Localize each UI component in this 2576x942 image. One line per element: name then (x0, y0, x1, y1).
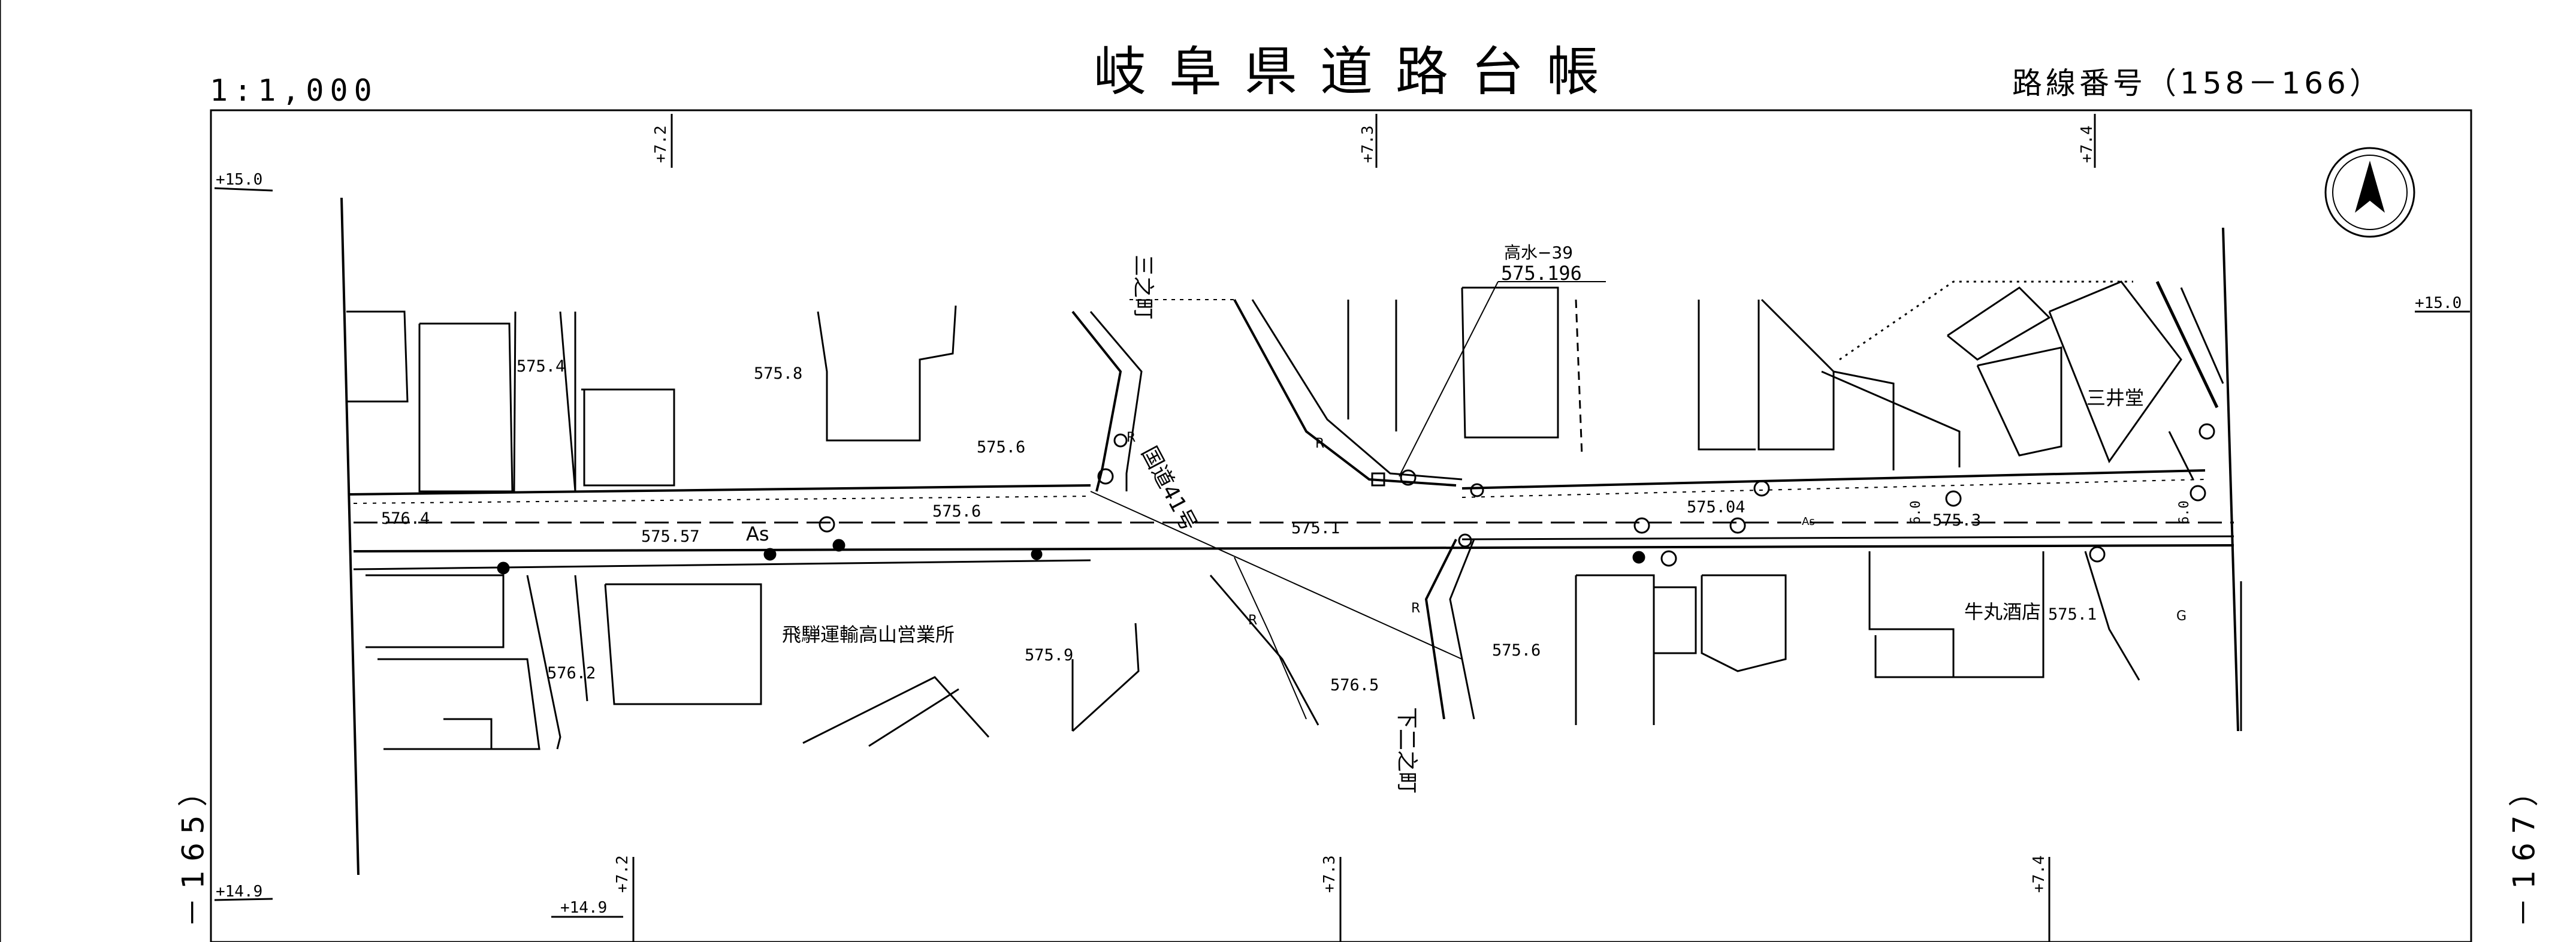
map-frame (210, 109, 2472, 942)
chainage-top-2: +7.3 (1359, 125, 1377, 163)
place-hida-unyu: 飛騨運輸高山営業所 (782, 623, 955, 646)
chain-left-bottom-line (214, 898, 273, 901)
chainage-top-3: +7.4 (2078, 125, 2096, 163)
elevation-label: 575.1 (1291, 519, 1340, 538)
chainage-bottom-1: +7.2 (614, 855, 632, 893)
road-edge-south (353, 544, 2234, 552)
north-arrow-circle (2324, 147, 2415, 238)
north-arrow-icon (2355, 161, 2385, 213)
chainage-left-bottom: +14.9 (216, 883, 263, 901)
benchmark-name: 高水−39 (1504, 243, 1574, 262)
elevation-label: 575.4 (517, 357, 566, 376)
boundary-left (340, 197, 360, 875)
elevation-label: 575.3 (1932, 511, 1982, 530)
elevation-label: 576.5 (1330, 676, 1379, 695)
elevation-label: 575.6 (1492, 641, 1541, 660)
r-mark: R (1315, 436, 1325, 451)
elevation-label: 575.8 (754, 364, 803, 383)
route-number: 路線番号（158－166） (2012, 66, 2383, 101)
gas-mark: G (2176, 609, 2187, 624)
chain-left-top-line (214, 187, 273, 192)
road-width-label: 6.0 (1908, 500, 1923, 524)
elevation-label: 576.2 (547, 664, 596, 683)
elevation-label: 575.1 (2048, 605, 2097, 624)
prev-sheet-ref: －165） (176, 768, 211, 928)
chainage-bottom-3: +7.4 (2030, 855, 2048, 893)
elevation-label: 575.6 (977, 438, 1026, 457)
elevation-label: 575.9 (1025, 646, 1074, 665)
elevation-label: 575.04 (1687, 498, 1745, 517)
road-edge-north (349, 484, 1091, 496)
sheet-title: 岐阜県道路台帳 (1094, 41, 1623, 102)
elevation-label: 575.6 (932, 502, 982, 521)
r-mark: R (1127, 430, 1136, 445)
chainage-right-top: +15.0 (2415, 294, 2462, 312)
chainage-bottom-2: +7.3 (1321, 855, 1339, 893)
road-width-label: 6.0 (2177, 500, 2192, 524)
map-scale: 1:1,000 (210, 73, 378, 108)
road-shimonimachi: 下二之町 (1394, 707, 1419, 794)
pavement-asphalt-mark: As (1802, 515, 1815, 528)
benchmark-elevation: 575.196 (1501, 262, 1582, 285)
pavement-asphalt-mark: As (746, 523, 769, 545)
chainage-top-1: +7.2 (652, 125, 670, 163)
elevation-label: 575.57 (641, 527, 700, 546)
chainage-left-top: +15.0 (216, 171, 263, 189)
road-sannomachi: 三之町 (1131, 255, 1155, 320)
boundary-right (2222, 227, 2239, 732)
r-mark: R (1248, 613, 1258, 628)
place-ushimaru: 牛丸酒店 (1964, 600, 2042, 623)
place-mitsuido: 三井堂 (2086, 387, 2145, 409)
r-mark: R (1411, 601, 1421, 616)
chainage-left-bottom-2: +14.9 (560, 899, 608, 917)
next-sheet-ref: －167） (2506, 768, 2542, 928)
elevation-label: 576.4 (381, 509, 430, 528)
